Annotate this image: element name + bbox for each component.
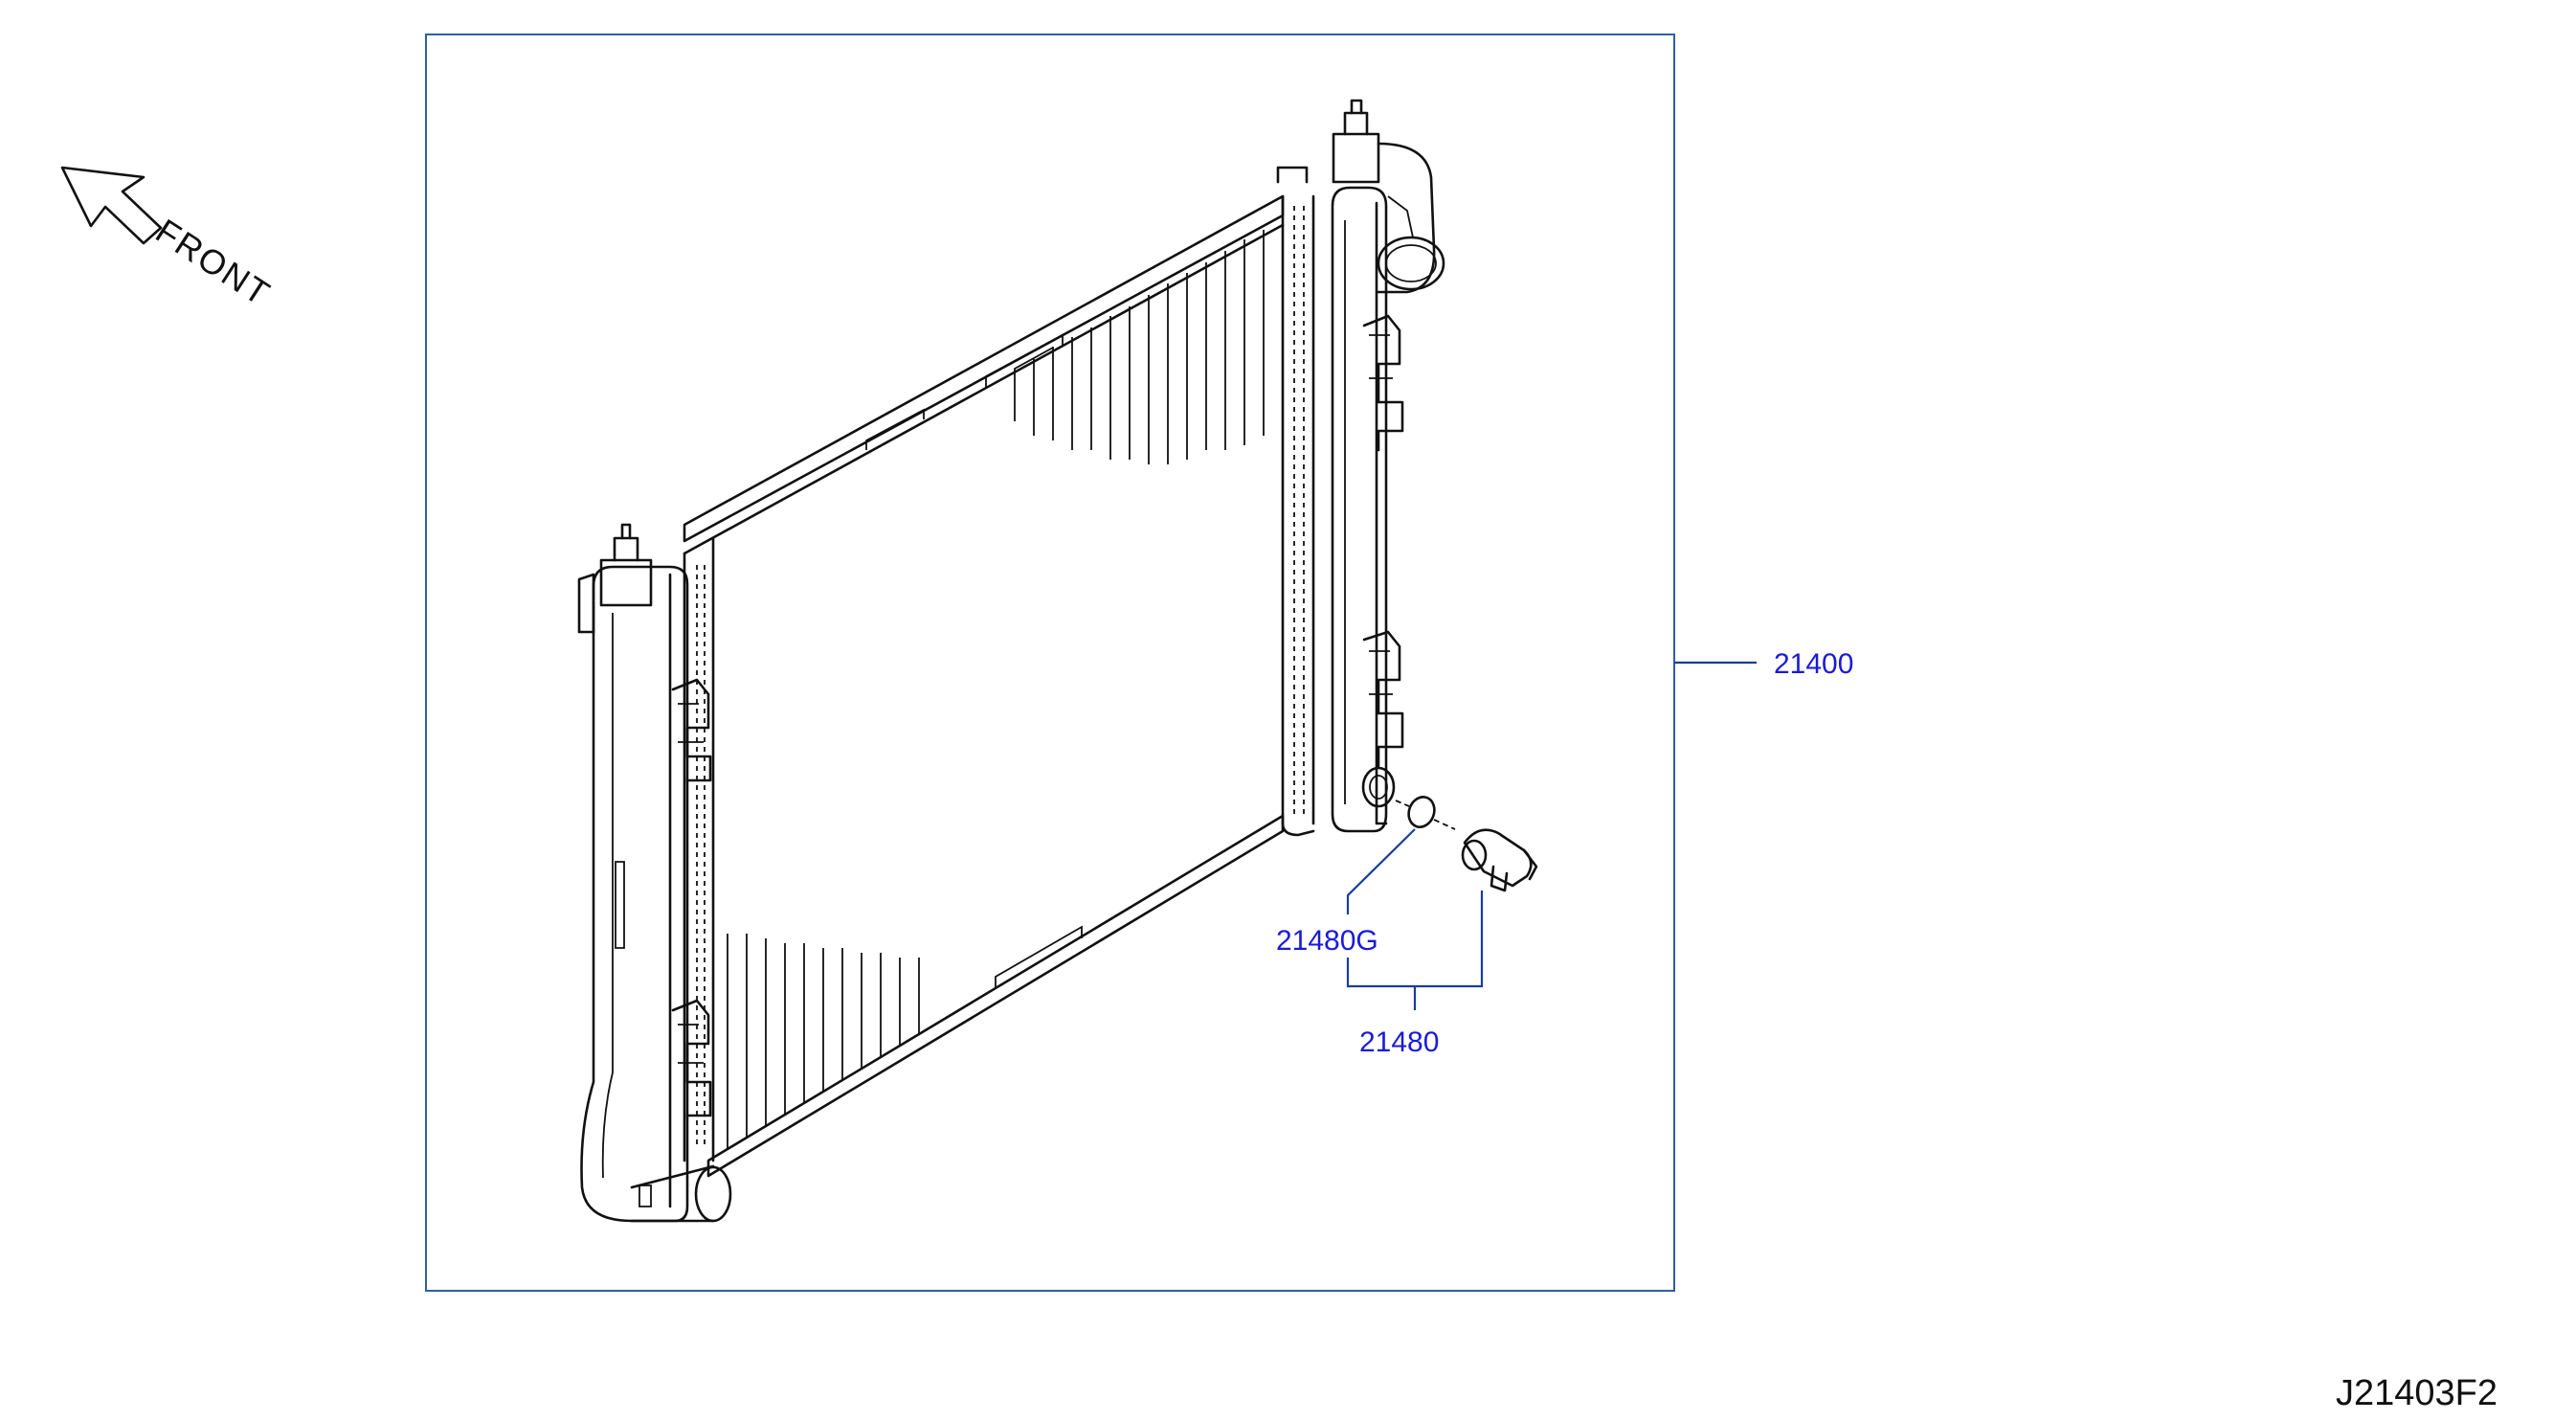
part-number-21480[interactable]: 21480 (1359, 1026, 1439, 1058)
part-number-21400[interactable]: 21400 (1774, 648, 1853, 680)
front-indicator: FRONT (60, 166, 279, 314)
core-fins (727, 230, 1265, 1149)
leader-21480G (1346, 828, 1416, 914)
part-number-21480G[interactable]: 21480G (1276, 925, 1378, 957)
drain-cock-part (1461, 828, 1538, 892)
drawing-code: J21403F2 (2336, 1373, 2498, 1413)
radiator-drawing (577, 99, 1445, 1223)
leader-21480-bracket (1346, 891, 1484, 1010)
o-ring-part (1395, 796, 1456, 830)
front-arrow-icon (60, 166, 163, 245)
front-label: FRONT (149, 211, 279, 313)
